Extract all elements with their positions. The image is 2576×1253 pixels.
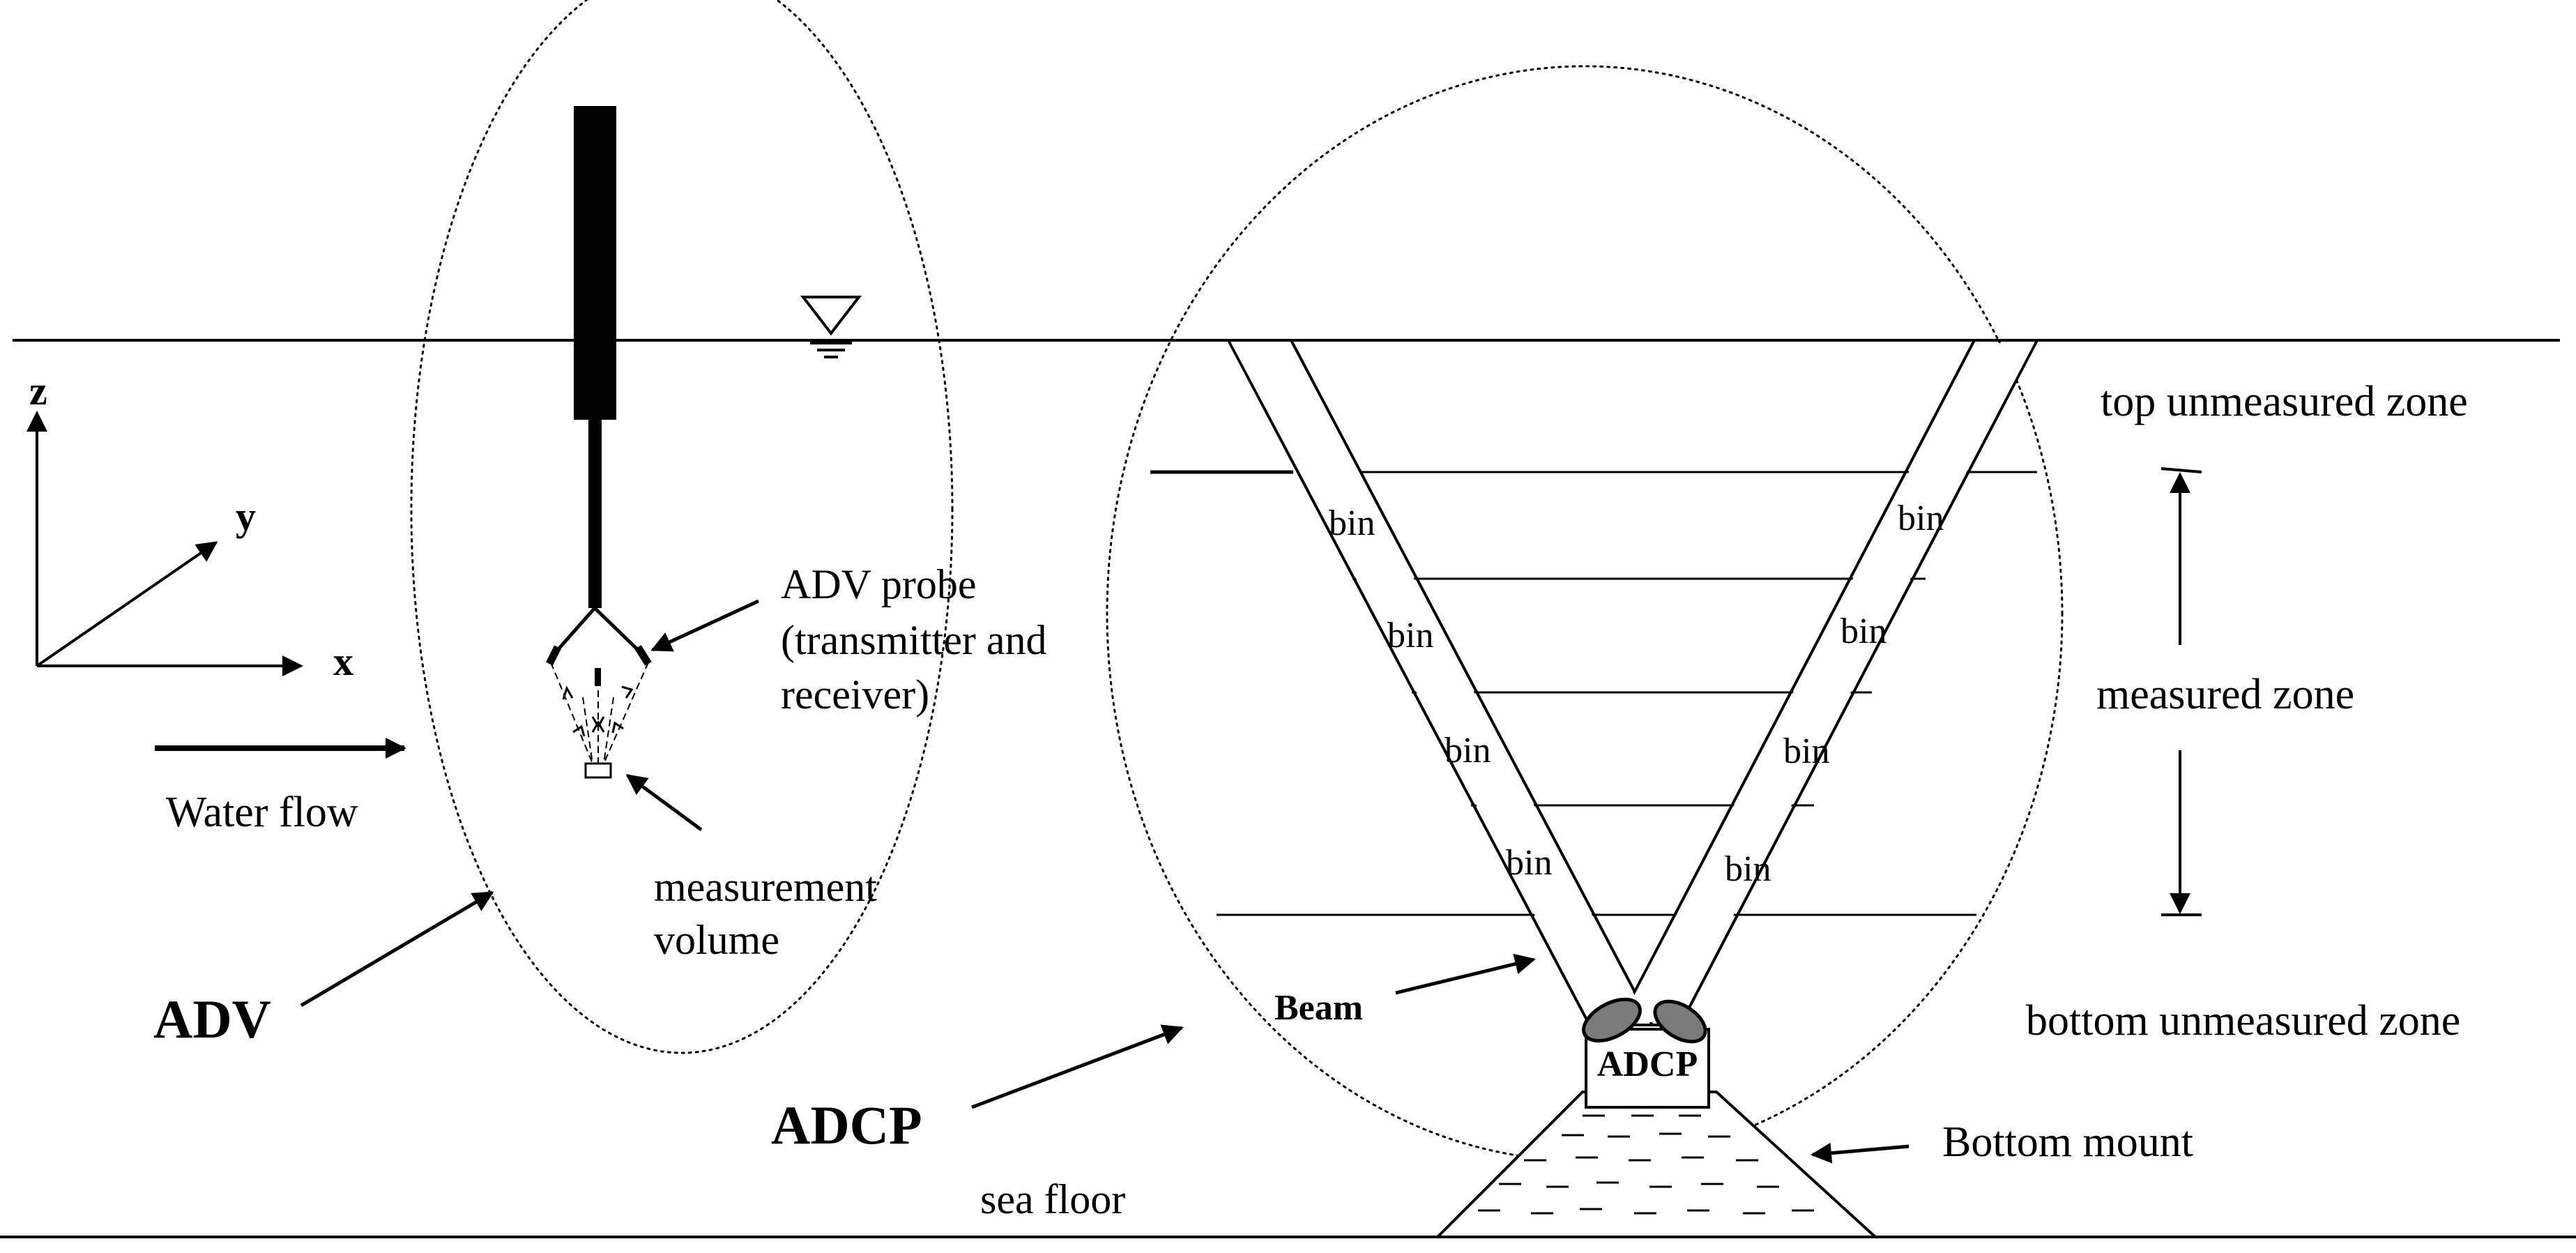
bin-label: bin [1387, 616, 1433, 655]
axis-x-label: x [333, 639, 353, 684]
water-flow-label: Water flow [166, 789, 358, 836]
adv-probe-label-line1: ADV probe [781, 561, 977, 607]
bin-label: bin [1725, 849, 1771, 889]
adv-probe-label-line2: (transmitter and [781, 617, 1047, 663]
adcp-instrument: ADCP [1582, 997, 1710, 1109]
measurement-volume-pointer [625, 773, 703, 832]
adcp-pointer [971, 1024, 1184, 1109]
bin-labels: bin bin bin bin bin bin bin bin [1329, 499, 1944, 889]
transducer-right [1653, 999, 1707, 1044]
adv-probe-stem-upper [574, 106, 616, 420]
adcp-beams [1226, 339, 2040, 1026]
adv-label: ADV [153, 989, 271, 1049]
bin-label: bin [1898, 499, 1944, 538]
sea-floor-label: sea floor [980, 1176, 1125, 1222]
measured-zone-label: measured zone [2096, 671, 2354, 718]
axis-y-label: y [236, 494, 256, 539]
bin-boundaries [1150, 470, 2037, 916]
water-surface-marker-icon [800, 296, 862, 358]
adcp-box-label: ADCP [1597, 1045, 1698, 1084]
bottom-mount [1434, 1091, 1880, 1238]
measurement-volume-label-line1: measurement [654, 864, 877, 910]
transducer-left [1582, 997, 1642, 1043]
measured-zone-top-tick [2160, 467, 2202, 473]
y-axis [36, 541, 218, 667]
beam-label: Beam [1274, 988, 1363, 1028]
measurement-volume-box [584, 762, 612, 779]
adv-probe-label-line3: receiver) [781, 671, 929, 717]
adcp-label: ADCP [771, 1095, 922, 1155]
axis-z-label: z [29, 368, 47, 413]
bottom-unmeasured-zone-label: bottom unmeasured zone [2026, 997, 2460, 1045]
adv-enclosure-ellipse [410, 0, 954, 1054]
adv-probe [546, 106, 652, 779]
bin-label: bin [1329, 503, 1375, 543]
bottom-mount-label: Bottom mount [1942, 1118, 2193, 1166]
coordinate-axes: z y x [26, 368, 353, 684]
bin-label: bin [1783, 731, 1829, 771]
adv-probe-stem-lower [588, 420, 602, 608]
bin-label: bin [1445, 731, 1491, 770]
adv-probe-pointer [650, 599, 760, 652]
beam-pointer [1395, 953, 1536, 995]
bin-label: bin [1840, 612, 1887, 651]
top-unmeasured-zone-label: top unmeasured zone [2101, 378, 2468, 425]
adcp-enclosure-circle [1106, 65, 2064, 1162]
bin-label: bin [1506, 843, 1552, 883]
bottom-mount-pointer [1811, 1142, 1910, 1164]
adv-pointer [300, 890, 494, 1008]
measurement-volume-label-line2: volume [654, 917, 779, 963]
